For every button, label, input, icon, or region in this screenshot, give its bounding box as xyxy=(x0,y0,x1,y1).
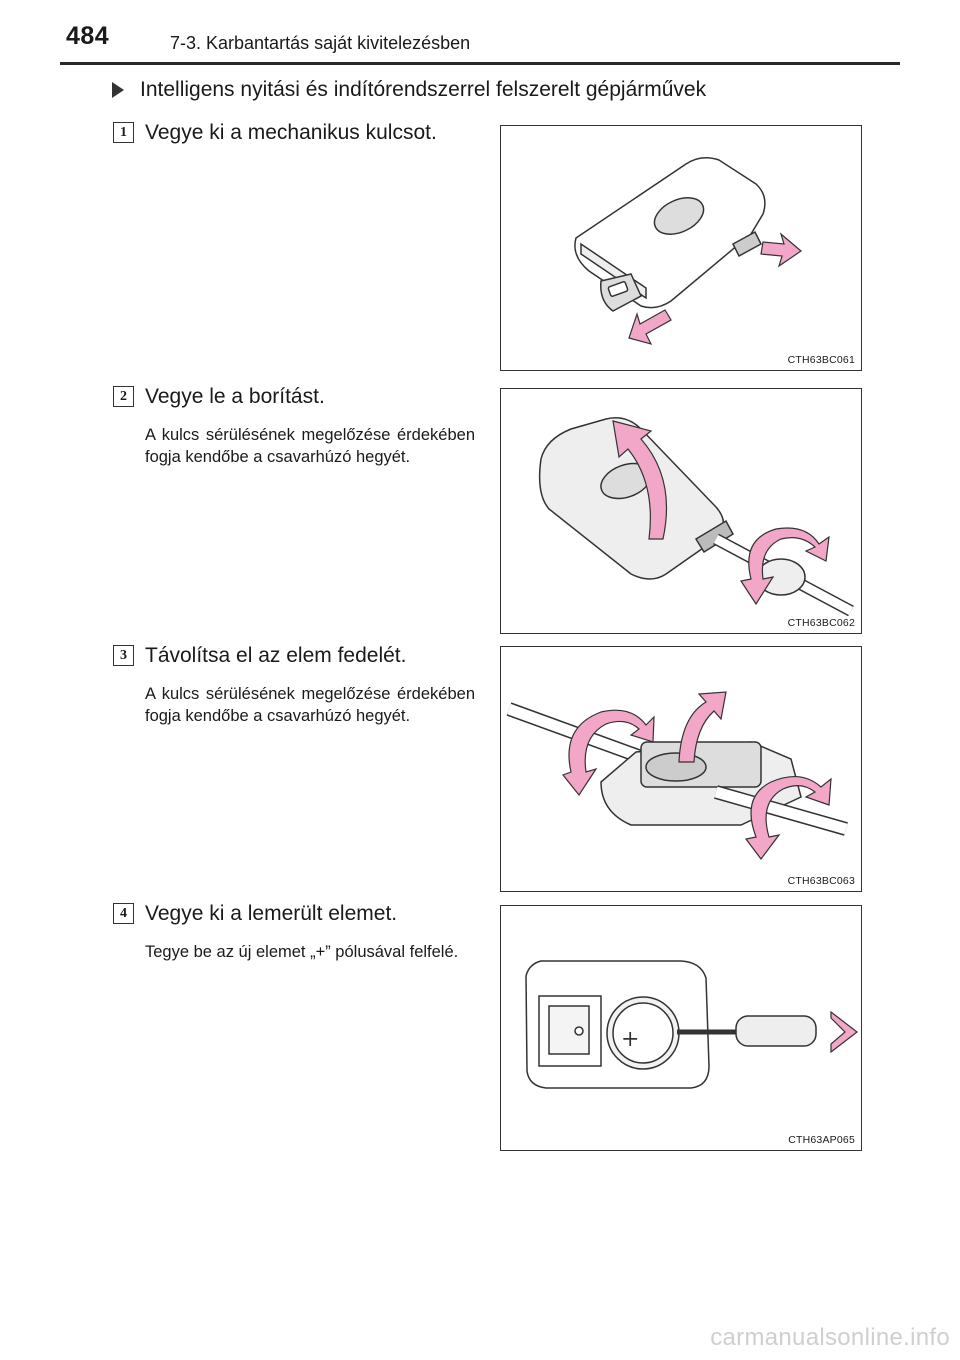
step-4-title: Vegye ki a lemerült elemet. xyxy=(145,902,398,925)
step-3-number: 3 xyxy=(113,645,134,666)
subheading-text: Intelligens nyitási és indítórendszerrel… xyxy=(140,78,707,101)
key-fob-remove-cover-illustration xyxy=(538,417,854,617)
header-divider xyxy=(60,62,900,65)
step-1-title: Vegye ki a mechanikus kulcsot. xyxy=(145,121,437,144)
key-fob-battery-removal-illustration: + xyxy=(525,960,858,1089)
key-fob-remove-battery-cover-illustration xyxy=(506,691,848,860)
step-2-note: A kulcs sérülésének megelőzése érdekében… xyxy=(145,426,475,466)
step-4-note: Tegye be az új elemet „+” pólusával felf… xyxy=(145,943,459,961)
step-1-number: 1 xyxy=(113,122,134,143)
step-3-title: Távolítsa el az elem fedelét. xyxy=(145,644,407,667)
page-number: 484 xyxy=(66,22,110,50)
step-4-number: 4 xyxy=(113,903,134,924)
step-2-title: Vegye le a borítást. xyxy=(145,385,325,408)
figure-step-4: + CTH63AP065 xyxy=(500,905,862,1151)
figure-step-1: CTH63BC061 xyxy=(500,125,862,371)
figure-code: CTH63BC062 xyxy=(787,617,855,629)
subheading: Intelligens nyitási és indítórendszerrel… xyxy=(112,78,706,102)
figure-step-3: CTH63BC063 xyxy=(500,646,862,892)
figure-code: CTH63AP065 xyxy=(788,1134,855,1146)
watermark: carmanualsonline.info xyxy=(710,1324,950,1351)
figure-code: CTH63BC063 xyxy=(787,875,855,887)
bullet-triangle-icon xyxy=(112,82,124,98)
figure-step-2: CTH63BC062 xyxy=(500,388,862,634)
step-2-number: 2 xyxy=(113,386,134,407)
figure-code: CTH63BC061 xyxy=(787,354,855,366)
battery-plus-symbol: + xyxy=(621,1027,639,1052)
section-title: 7-3. Karbantartás saját kivitelezésben xyxy=(170,33,471,53)
step-3-note: A kulcs sérülésének megelőzése érdekében… xyxy=(145,685,475,725)
key-fob-remove-mechanical-key-illustration xyxy=(574,157,802,345)
